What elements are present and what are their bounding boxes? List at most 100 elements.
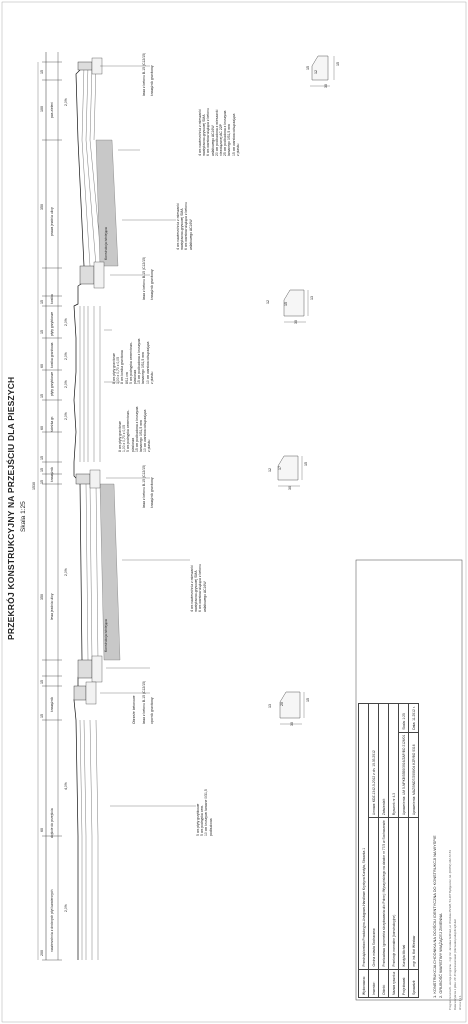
slope-label: 2,0% <box>64 412 68 420</box>
slope-label: 2,0% <box>64 568 68 576</box>
detail-dim: 12 <box>314 70 318 74</box>
drawing-scale: Skala 1:25 <box>20 501 27 532</box>
footer-line-3: strona 1 z 1 <box>458 995 462 1010</box>
existing-construction-label: Konstrukcja istniejąca <box>104 227 108 260</box>
title-block: Wykonawca: Przedsiębiorstwo Produkcyjno-… <box>358 703 419 998</box>
zone-label: kostka granitowa <box>50 342 54 368</box>
footer-line-2: Data wczytania z pliku: ZP-Przejściowani… <box>453 919 457 1010</box>
detail-dim: 12 <box>268 468 272 472</box>
zone-label: ścieżka gr. <box>50 415 54 432</box>
dim-width: 60 <box>40 426 44 430</box>
title-block-value: Przekroje normalne (konstrukcyjne) <box>388 817 399 970</box>
title-block-value: Rysunek nr 4.3 <box>388 703 399 818</box>
dim-width: 350 <box>40 594 44 600</box>
marker-kerb: krawężnik granitowy <box>150 269 154 300</box>
detail-dim: 15 <box>304 462 308 466</box>
slope-label: 2,0% <box>64 904 68 912</box>
detail-dim: 30 <box>294 320 298 324</box>
slope-label: 2,0% <box>64 380 68 388</box>
title-block-label: Wykonawca: <box>358 969 369 998</box>
detail-dim: 13 <box>268 704 272 708</box>
dim-total: 1530 <box>32 482 36 490</box>
dim-width: 200 <box>40 950 44 956</box>
marker-bench: ława z betonu B-15 (C12/15) <box>142 256 146 300</box>
zone-label: kostka <box>50 294 54 304</box>
dim-width: 15 <box>40 394 44 398</box>
detail-dim: 30 <box>288 486 292 490</box>
dim-width: 15 <box>40 714 44 718</box>
zone-label: lewa jezdnia ulicy <box>50 593 54 620</box>
zone-label: pas zieleni <box>50 101 54 118</box>
slope-label: 2,0% <box>64 98 68 106</box>
detail-dim: 13 <box>310 296 314 300</box>
dim-width: 15 <box>40 300 44 304</box>
detail-dim: 15 <box>284 302 288 306</box>
footer-line-1: Program Emorsoft - wersja programu - mgr… <box>448 850 452 1010</box>
detail-dim: 30 <box>324 84 328 88</box>
title-block-value: Uprawnienia: UM 5-NPKB/5550/3916/ZAP/BO … <box>398 732 409 818</box>
detail-dim: 30 <box>290 722 294 726</box>
dim-width: 60 <box>40 828 44 832</box>
detail-dim: 15 <box>306 66 310 70</box>
title-block-label: Nazwa rysunku: <box>388 969 399 998</box>
dim-width: 15 <box>40 468 44 472</box>
marker-bench: ława z betonu B-15 (C12/15) <box>142 52 146 96</box>
slope-label: 4,0% <box>64 782 68 790</box>
zone-label: krawężnik <box>50 466 54 482</box>
title-block-label: Inwestor: <box>368 969 379 998</box>
dim-width: 15 <box>40 70 44 74</box>
zone-label: krawężnik <box>50 696 54 712</box>
zone-label: płyty grzybkowe <box>50 311 54 336</box>
title-block-row: Obiekt: Przebudowa i geometria skrzyżowa… <box>378 703 389 998</box>
dim-width: 15 <box>40 330 44 334</box>
drawing-title: PRZEKRÓJ KONSTRUKCYJNY NA PRZEJŚCIU DLA … <box>6 376 16 640</box>
note-2: 2. GRUBOŚĆ WARSTWY WIĄŻĄCEJ ZMIENNA <box>438 913 443 998</box>
slope-label: 2,0% <box>64 318 68 326</box>
marker-edging: Obrzeże betonowe <box>132 695 136 724</box>
title-block-row: Wykonawca: Przedsiębiorstwo Produkcyjno-… <box>358 703 369 998</box>
title-block-value: Przedsiębiorstwo Produkcyjno-Usługowo-Ha… <box>358 703 369 970</box>
title-block-value: Skala: 1:25 <box>398 703 409 733</box>
title-block-row: Projektował: Kurdyła Michał Uprawnienia:… <box>398 703 409 998</box>
title-block-value: Uprawnienia: MAZ/5NDT/2009/04 KZP/BO 031… <box>408 732 419 818</box>
zone-label: prawa jezdnia ulicy <box>50 207 54 236</box>
dim-width: 15 <box>40 680 44 684</box>
title-block-value: Umowa: KDZ-1342-5-2012 z dn. 10.03.2012 <box>368 703 379 818</box>
marker-opornik: opornik granitowy <box>150 697 154 724</box>
zone-label: nawierzchnia z drobnych płyt kamiennych <box>50 889 54 952</box>
zone-label: dojście do przejścia <box>50 808 54 838</box>
dim-width: 350 <box>40 204 44 210</box>
existing-construction-label: Konstrukcja istniejąca <box>104 619 108 652</box>
note-1: 1. KONSTRUKCJA CHODNIKA NA DOJŚCIU IDENT… <box>432 835 437 998</box>
title-block-value: Gmina miasta Sochaczew <box>368 817 379 970</box>
title-block-value: Zatwierdził: <box>378 703 389 818</box>
title-block-row: Inwestor: Gmina miasta Sochaczew Umowa: … <box>368 703 379 998</box>
dim-width: 60 <box>40 364 44 368</box>
title-block-label: Projektował: <box>398 969 409 998</box>
title-block-value: Data: 11.2012 r. <box>408 703 419 733</box>
detail-dim: 15 <box>336 62 340 66</box>
slope-label: 2,0% <box>64 352 68 360</box>
title-block-value: Przebudowa i geometria skrzyżowania ulic… <box>378 817 389 970</box>
detail-dim: 12 <box>266 300 270 304</box>
marker-kerb: krawężnik granitowy <box>150 477 154 508</box>
dim-width: 100 <box>40 106 44 112</box>
title-block-row: Nazwa rysunku: Przekroje normalne (konst… <box>388 703 399 998</box>
title-block-label: Sprawdził: <box>408 969 419 998</box>
title-block-label: Obiekt: <box>378 969 389 998</box>
title-block-value: Kurdyła Michał <box>398 817 409 970</box>
title-block-value: mgr inż. Kot Wiesław <box>408 817 419 970</box>
detail-dim: 17 <box>278 466 282 470</box>
marker-kerb: krawężnik granitowy <box>150 65 154 96</box>
dim-width: 15 <box>40 480 44 484</box>
dim-width: 15 <box>40 456 44 460</box>
marker-bench: ława z betonu B-15 (C12/15) <box>142 464 146 508</box>
